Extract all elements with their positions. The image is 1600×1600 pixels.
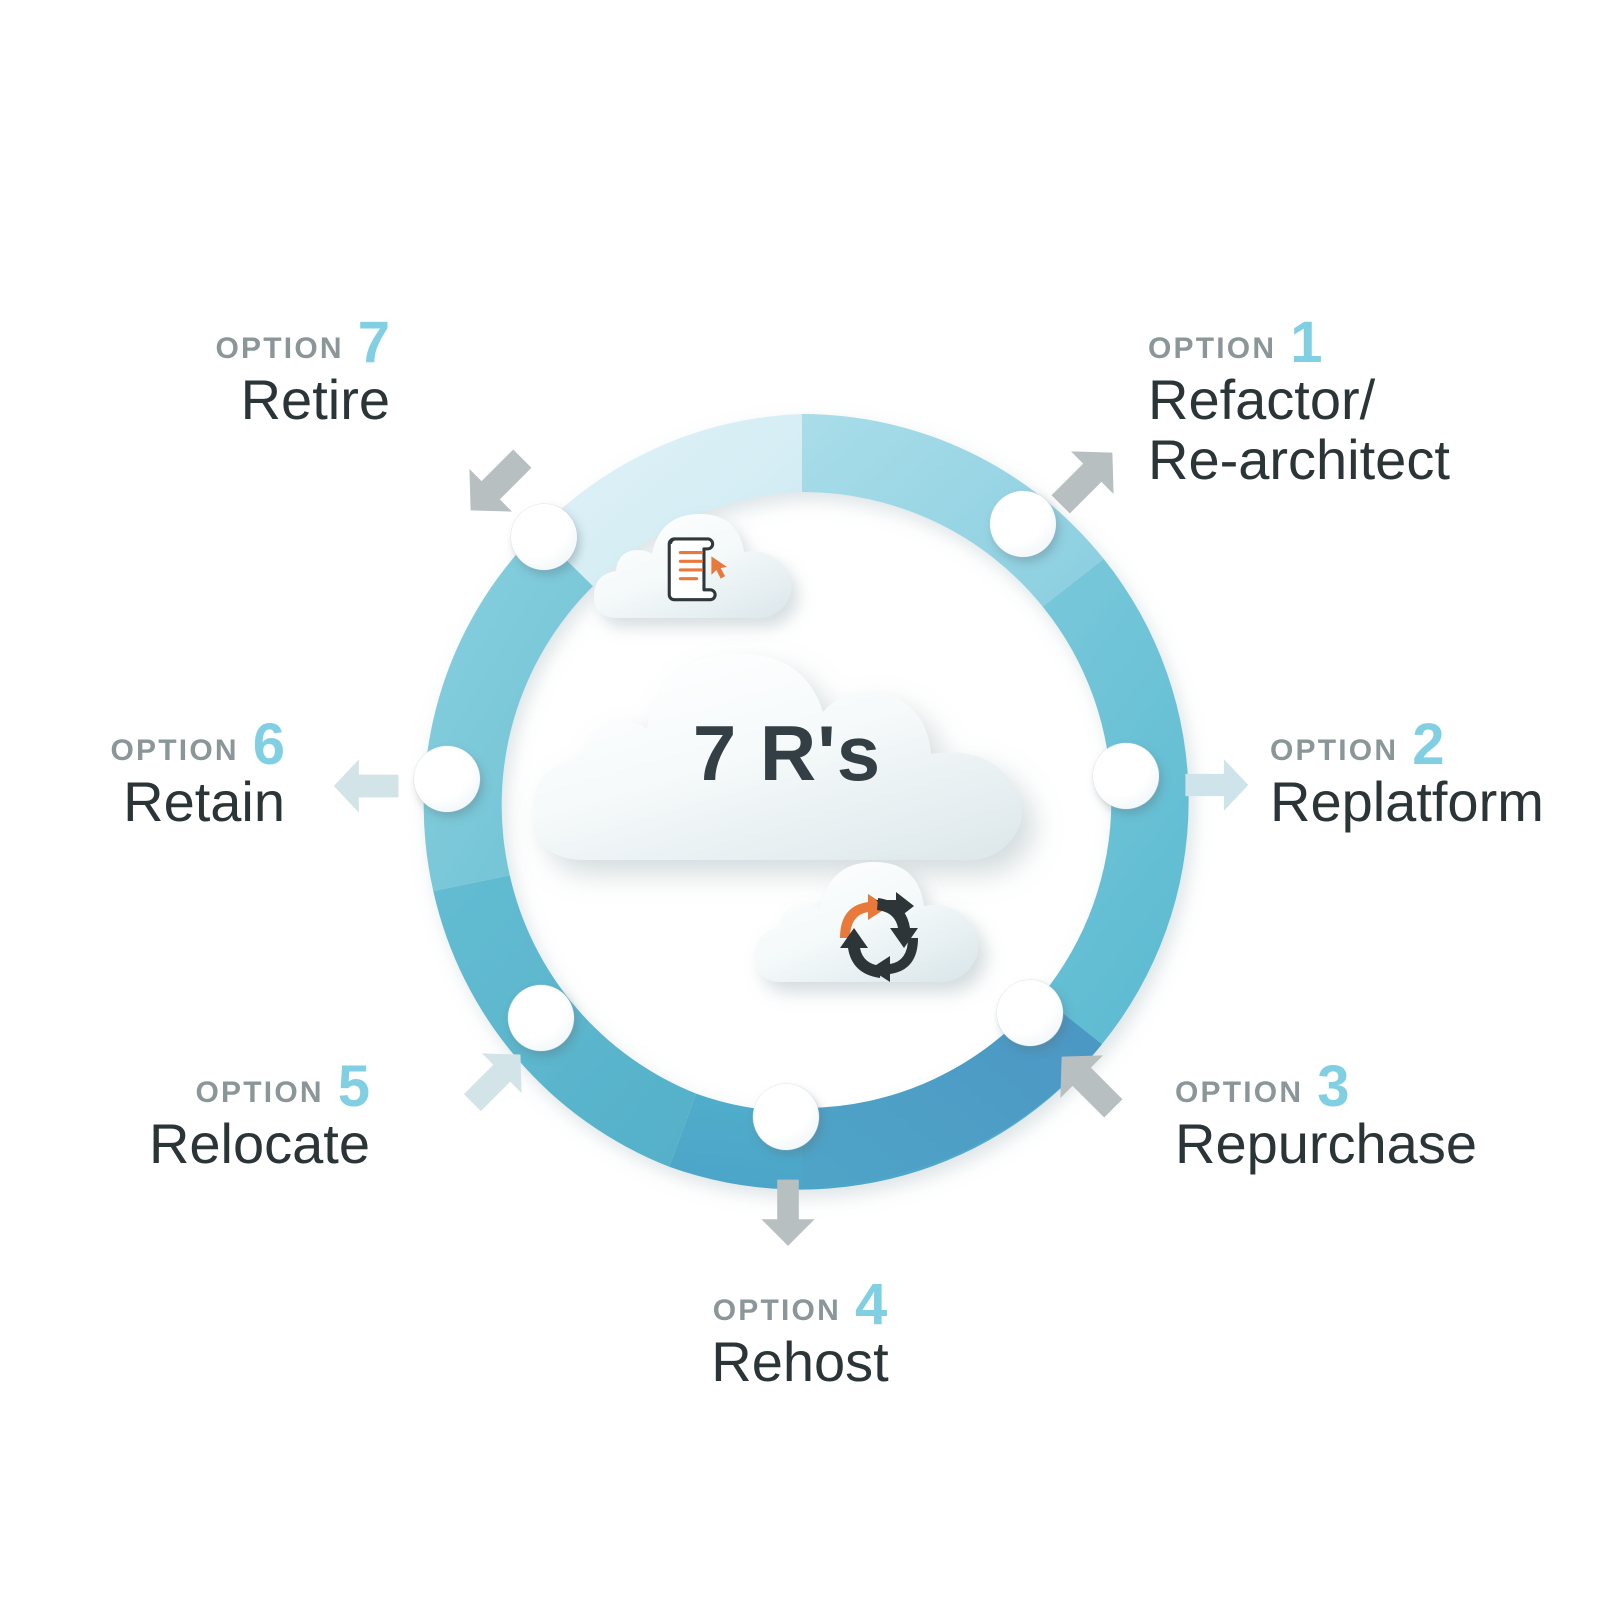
- arrow-option-5: [455, 1040, 535, 1120]
- option-3-head: OPTION 3: [1175, 1054, 1477, 1119]
- ring-node-7[interactable]: [511, 504, 577, 570]
- arrow-down-right-icon: [469, 449, 532, 512]
- option-6-number: 6: [252, 712, 285, 777]
- option-4-word: OPTION: [712, 1294, 841, 1327]
- center-cloud-shape: [527, 628, 1047, 878]
- option-6-head: OPTION 6: [0, 712, 285, 777]
- document-cloud: [592, 500, 802, 630]
- arrow-up-left-icon: [1060, 1055, 1123, 1118]
- option-6-word: OPTION: [110, 734, 239, 767]
- option-1-title: Refactor/ Re-architect: [1148, 368, 1450, 492]
- option-1-title-line1: Refactor/: [1148, 368, 1376, 431]
- option-7-word: OPTION: [215, 332, 344, 365]
- option-7-number: 7: [357, 310, 390, 375]
- ring-segment-6: [537, 414, 802, 587]
- option-label-4[interactable]: OPTION 4 Rehost: [620, 1272, 980, 1393]
- arrow-option-4: [752, 1172, 824, 1252]
- arrow-down-left-icon: [1051, 451, 1114, 514]
- ring-node-1[interactable]: [990, 491, 1056, 557]
- option-7-title: Retire: [240, 368, 390, 431]
- option-3-word: OPTION: [1175, 1076, 1304, 1109]
- arrow-option-2: [1178, 748, 1252, 822]
- option-5-title: Relocate: [148, 1112, 370, 1175]
- option-4-title: Rehost: [711, 1330, 889, 1393]
- arrow-option-3: [1046, 1041, 1132, 1127]
- arrow-right-icon: [1185, 759, 1249, 811]
- option-5-number: 5: [337, 1054, 370, 1119]
- cursor-arrow-icon: [711, 556, 727, 579]
- refresh-cycle-icon: [840, 892, 918, 982]
- option-label-6[interactable]: OPTION 6 Retain: [0, 712, 285, 833]
- ring-segment-1: [802, 413, 1104, 607]
- option-2-number: 2: [1412, 712, 1445, 777]
- sync-cloud: [752, 846, 992, 996]
- scroll-document-icon: [667, 537, 727, 602]
- option-label-7[interactable]: OPTION 7 Retire: [0, 310, 390, 431]
- option-5-head: OPTION 5: [0, 1054, 370, 1119]
- ring-node-5[interactable]: [508, 985, 574, 1051]
- ring-node-6[interactable]: [414, 746, 480, 812]
- option-3-title: Repurchase: [1175, 1112, 1477, 1175]
- arrow-option-6: [330, 748, 406, 824]
- arrow-down-icon: [761, 1179, 815, 1246]
- arrow-option-1: [1042, 437, 1128, 523]
- option-label-5[interactable]: OPTION 5 Relocate: [0, 1054, 370, 1175]
- arrow-option-7: [455, 440, 541, 526]
- option-label-3[interactable]: OPTION 3 Repurchase: [1175, 1054, 1477, 1175]
- option-5-word: OPTION: [195, 1076, 324, 1109]
- option-2-title: Replatform: [1270, 770, 1544, 833]
- option-1-number: 1: [1290, 310, 1323, 375]
- option-1-title-line2: Re-architect: [1148, 428, 1450, 492]
- arrow-left-icon: [333, 759, 399, 813]
- option-1-head: OPTION 1: [1148, 310, 1450, 375]
- option-6-title: Retain: [123, 770, 285, 833]
- option-2-head: OPTION 2: [1270, 712, 1544, 777]
- ring-node-3[interactable]: [997, 980, 1063, 1046]
- ring-node-2[interactable]: [1093, 743, 1159, 809]
- option-4-number: 4: [854, 1272, 888, 1337]
- option-2-word: OPTION: [1270, 734, 1399, 767]
- option-label-2[interactable]: OPTION 2 Replatform: [1270, 712, 1544, 833]
- option-label-1[interactable]: OPTION 1 Refactor/ Re-architect: [1148, 310, 1450, 492]
- option-4-head: OPTION 4: [620, 1272, 980, 1337]
- option-7-head: OPTION 7: [0, 310, 390, 375]
- arrow-up-right-icon: [463, 1053, 522, 1112]
- option-3-number: 3: [1317, 1054, 1350, 1119]
- ring-node-4[interactable]: [753, 1084, 819, 1150]
- option-1-word: OPTION: [1148, 332, 1277, 365]
